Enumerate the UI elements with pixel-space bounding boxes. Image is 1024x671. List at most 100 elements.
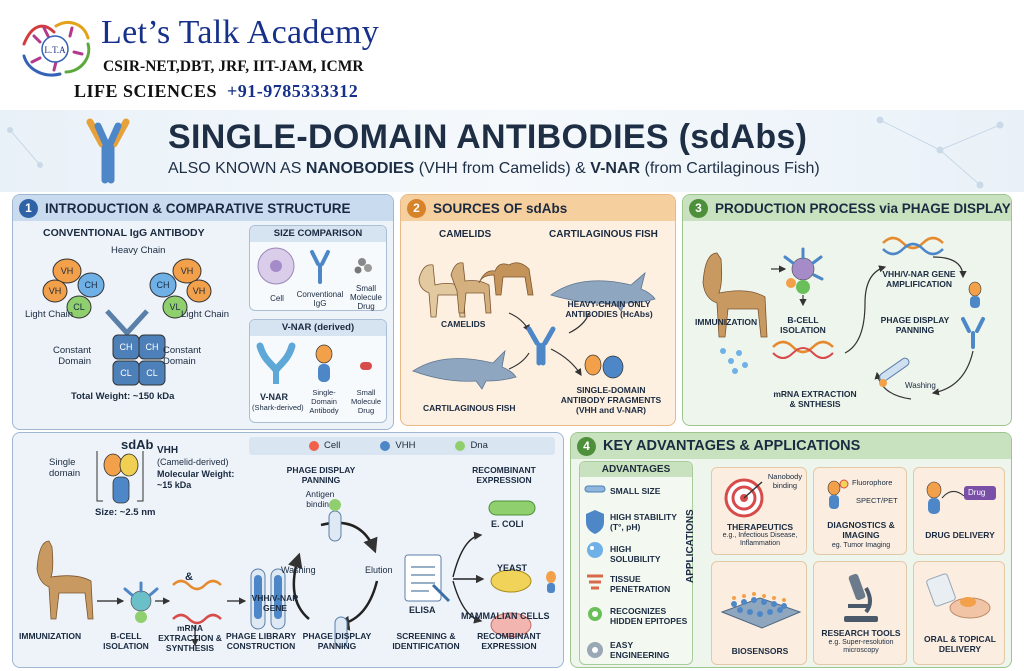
light-chain-left-label: Light Chain — [25, 309, 74, 320]
step-immunization: IMMUNIZATION — [19, 631, 82, 641]
title-band — [0, 110, 1024, 192]
fluorophore-label: Fluorophore — [852, 478, 893, 487]
app-diagnostics-card: Fluorophore SPECT/PET DIAGNOSTICS & IMAG… — [813, 467, 907, 555]
antigen-binding-label: Antigen binding — [305, 489, 335, 509]
igg-antibody-icon: VH VH CH CL VH VH CH VL CH CH CL CL — [42, 258, 212, 386]
camelids-heading: CAMELIDS — [439, 229, 492, 240]
panel-1-number: 1 — [19, 198, 38, 218]
prod-panning-label: PHAGE DISPLAY PANNING — [880, 315, 950, 335]
workflow-legend — [249, 437, 555, 455]
therapeutics-sub: e.g., Infectious Disease, Inflammation — [722, 532, 798, 547]
app-drug-delivery-card: Drug DRUG DELIVERY — [913, 467, 1005, 555]
panel-introduction-structure: 1 INTRODUCTION & COMPARATIVE STRUCTURE C… — [12, 194, 394, 430]
academy-exams: CSIR-NET,DBT, JRF, IIT-JAM, ICMR — [103, 58, 364, 75]
sdab-title: sdAb — [121, 437, 154, 452]
spect-label: SPECT/PET — [856, 496, 898, 505]
prod-washing-label: Washing — [905, 381, 936, 390]
step-bcell: B-CELL ISOLATION — [103, 631, 149, 651]
svg-text:CL: CL — [120, 368, 132, 378]
sources-illustration — [412, 262, 656, 390]
legend-items: Cell VHH Dna — [309, 440, 488, 451]
panel-advantages-applications: 4 KEY ADVANTAGES & APPLICATIONS ADVANTAG… — [570, 432, 1012, 668]
wf-panning-top-label: PHAGE DISPLAY PANNING — [286, 465, 356, 485]
step-screening: SCREENING & IDENTIFICATION — [392, 631, 460, 651]
adv-solubility: HIGH SOLUBILITY — [610, 544, 661, 564]
svg-text:VH: VH — [49, 286, 62, 296]
hand-pill-icon — [926, 573, 991, 619]
panel-4-title: KEY ADVANTAGES & APPLICATIONS — [603, 438, 861, 454]
vnar-box: V-NAR (derived) V-NAR (Shark-derived) Si… — [249, 319, 387, 423]
size-comparison-icons — [257, 247, 372, 285]
constant-domain-right-label: Constant Domain — [163, 345, 202, 367]
svg-text:CL: CL — [146, 368, 158, 378]
svg-text:VH: VH — [61, 266, 74, 276]
biosensors-label: BIOSENSORS — [731, 646, 789, 656]
legend-item-dna: Dna — [455, 440, 488, 451]
diagnostics-label: DIAGNOSTICS & IMAGING — [827, 520, 895, 540]
svg-text:VH: VH — [193, 286, 206, 296]
panel-3-header: 3 PRODUCTION PROCESS via PHAGE DISPLAY — [683, 195, 1011, 221]
page-title: SINGLE-DOMAIN ANTIBODIES (sdAbs) — [168, 118, 808, 156]
panel-4-number: 4 — [577, 436, 596, 456]
advantages-title: ADVANTAGES — [580, 462, 692, 477]
mw-value: ~15 kDa — [157, 480, 192, 490]
panel-3-title: PRODUCTION PROCESS via PHAGE DISPLAY — [715, 200, 1011, 216]
svg-text:L.T.A: L.T.A — [44, 45, 66, 55]
amp-symbol: & — [185, 571, 193, 583]
step-library: PHAGE LIBRARY CONSTRUCTION — [225, 631, 297, 651]
network-background-icon — [7, 116, 1004, 189]
vnar-drug-label: Small Molecule Drug — [350, 388, 381, 415]
adv-small-size: SMALL SIZE — [610, 486, 661, 496]
panel-4-header: 4 KEY ADVANTAGES & APPLICATIONS — [571, 433, 1011, 459]
svg-text:VH: VH — [181, 266, 194, 276]
panel-sources: 2 SOURCES OF sdAbs CAMELIDS CARTILAGINOU… — [400, 194, 676, 426]
prod-bcell-label: B-CELL ISOLATION — [780, 315, 826, 335]
academy-title: Let’s Talk Academy — [101, 14, 380, 51]
wf-ecoli-label: E. COLI — [491, 519, 524, 529]
legend-item-vhh: VHH — [380, 440, 415, 451]
vhh-label: VHH — [157, 445, 179, 456]
academy-phone: +91-9785333312 — [227, 81, 359, 101]
adv-penetration: TISSUE PENETRATION — [610, 574, 671, 594]
camelids-label: CAMELIDS — [441, 319, 486, 329]
size-comparison-box: SIZE COMPARISON Cell Conventional IgG Sm… — [249, 225, 387, 311]
wf-elution-label: Elution — [365, 565, 393, 575]
light-chain-right-label: Light Chain — [181, 309, 230, 320]
single-domain-label: Single domain — [49, 457, 81, 479]
size-cell-label: Cell — [270, 294, 284, 303]
fluorophore-nanobody-icon — [827, 479, 849, 509]
production-illustration — [702, 236, 985, 400]
biosensor-chip-icon — [720, 592, 802, 629]
sdab-structure-icon — [96, 451, 144, 504]
academy-contact: LIFE SCIENCES+91-9785333312 — [74, 81, 358, 102]
panel-1-header: 1 INTRODUCTION & COMPARATIVE STRUCTURE — [13, 195, 393, 221]
research-label: RESEARCH TOOLS — [821, 628, 901, 638]
page-subtitle: ALSO KNOWN AS NANOBODIES (VHH from Camel… — [168, 160, 820, 177]
wf-gene-label: VHH/V-NAR GENE — [251, 593, 299, 613]
constant-domain-left-label: Constant Domain — [53, 345, 92, 367]
prod-mrna-label: mRNA EXTRACTION & SNTHESIS — [773, 389, 857, 409]
wf-yeast-label: YEAST — [497, 563, 528, 573]
wf-mammalian-label: MAMMALIAN CELLS — [461, 611, 550, 621]
antibody-title-icon — [86, 118, 130, 184]
legend-swatch-dna — [455, 440, 466, 451]
panel-1-title: INTRODUCTION & COMPARATIVE STRUCTURE — [45, 200, 351, 216]
vhh-sub-label: (Camelid-derived) — [157, 457, 229, 467]
vnar-icons — [256, 342, 372, 384]
size-igg-label: Conventional IgG — [296, 290, 344, 308]
mw-label: Molecular Weight: — [157, 469, 235, 479]
research-sub: e.g. Super-resolution microscopy — [828, 639, 894, 654]
oral-topical-label: ORAL & TOPICAL DELIVERY — [924, 634, 996, 654]
panel-2-header: 2 SOURCES OF sdAbs — [401, 195, 675, 221]
app-biosensors-card: BIOSENSORS — [711, 561, 807, 665]
prod-amplification-label: VHH/V-NAR GENE AMPLIFICATION — [882, 269, 956, 289]
panel-3-number: 3 — [689, 198, 708, 218]
panel-2-title: SOURCES OF sdAbs — [433, 200, 568, 216]
academy-logo-block: L.T.A Let’s Talk Academy CSIR-NET,DBT, J… — [8, 4, 458, 108]
hcabs-label: HEAVY-CHAIN ONLY ANTIBODIES (HcAbs) — [565, 299, 653, 319]
wf-washing-label: Washing — [281, 565, 316, 575]
size-comparison-title: SIZE COMPARISON — [250, 226, 386, 242]
drug-conjugate-icon — [926, 481, 996, 514]
fish-label: CARTILAGINOUS FISH — [423, 403, 516, 413]
advantage-icons — [584, 485, 606, 658]
